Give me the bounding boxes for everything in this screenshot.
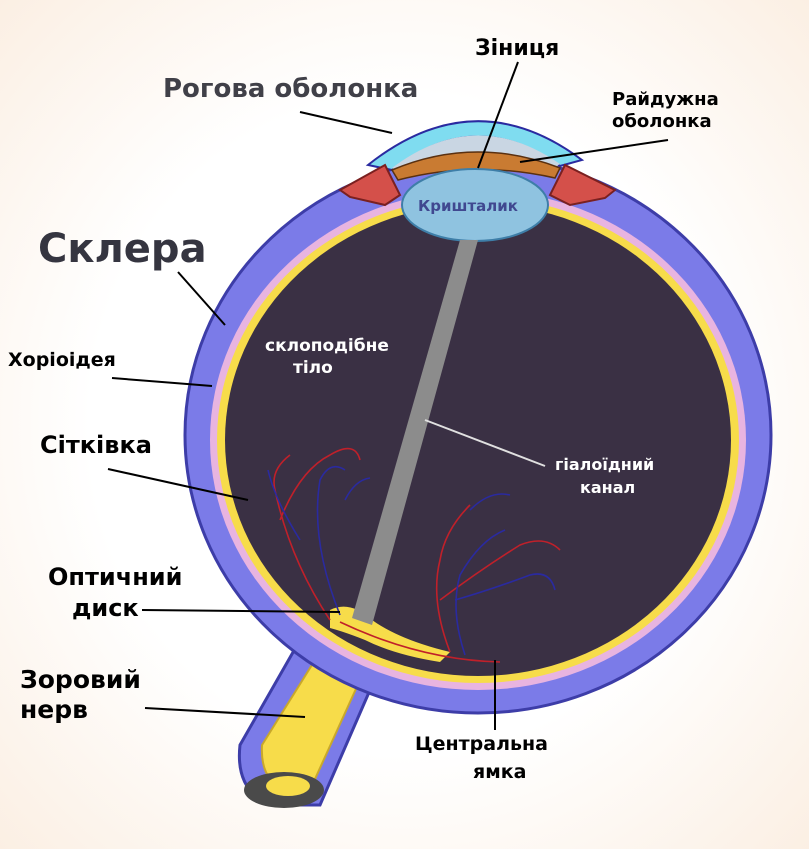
label-sclera: Склера bbox=[38, 226, 207, 272]
label-vitreous-line1: склоподібне bbox=[265, 336, 389, 356]
label-pupil: Зіниця bbox=[475, 36, 559, 61]
label-optic-nerve-line2: нерв bbox=[20, 695, 88, 724]
label-fovea-line2: ямка bbox=[473, 761, 526, 783]
label-iris-line1: Райдужна bbox=[612, 89, 719, 110]
label-cornea: Рогова оболонка bbox=[163, 74, 418, 104]
label-optic-disc-line2: диск bbox=[72, 594, 139, 622]
label-hyaloid-line2: канал bbox=[580, 478, 635, 497]
label-lens: Кришталик bbox=[418, 197, 518, 215]
label-optic-disc-line1: Оптичний bbox=[48, 563, 182, 591]
label-hyaloid-line1: гіалоїдний bbox=[555, 455, 654, 474]
label-vitreous-line2: тіло bbox=[293, 358, 333, 378]
label-choroid: Хоріоідея bbox=[8, 349, 116, 371]
label-fovea-line1: Центральна bbox=[415, 733, 548, 755]
label-iris-line2: оболонка bbox=[612, 111, 712, 132]
label-retina: Сітківка bbox=[40, 431, 152, 459]
label-optic-nerve-line1: Зоровий bbox=[20, 665, 141, 694]
optic-nerve-cut-core bbox=[266, 776, 310, 796]
